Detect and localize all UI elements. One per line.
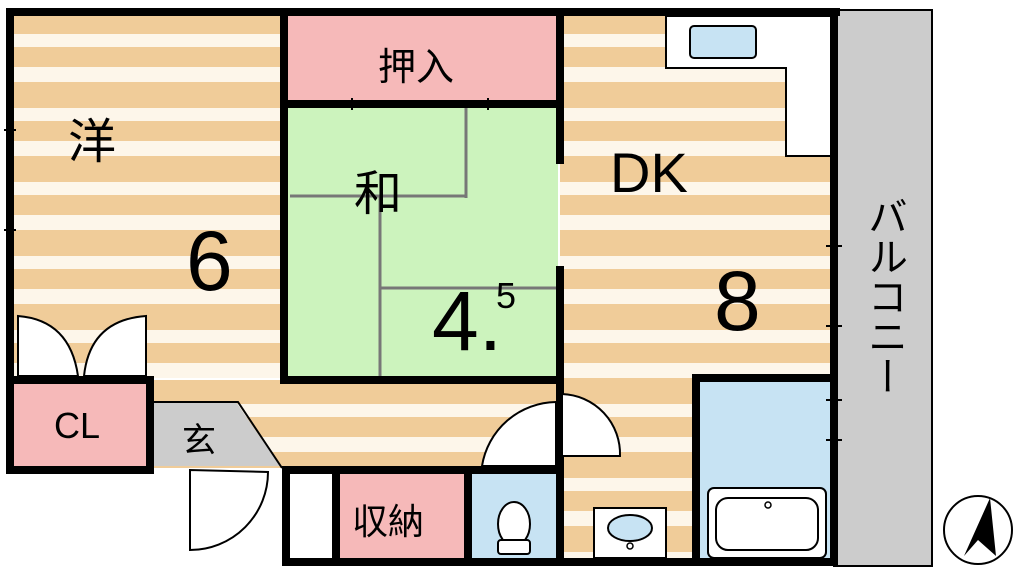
north-arrow-icon — [943, 495, 1013, 565]
western-room — [14, 16, 286, 378]
balcony-label: バルコニー — [861, 196, 907, 396]
entrance-step — [152, 401, 283, 469]
balcony — [833, 9, 933, 567]
kitchen-sink-icon — [689, 25, 757, 59]
japanese-size-label: 4. — [432, 274, 502, 368]
japanese-room — [288, 106, 558, 378]
western-kanji-label: 洋 — [68, 114, 116, 170]
window-marks — [4, 98, 842, 441]
japanese-size-sup-label: 5 — [496, 275, 516, 316]
closet-area — [14, 380, 150, 468]
oshiire-area — [288, 16, 558, 104]
storage-label: 収納 — [352, 502, 424, 543]
closet-door-icon — [17, 314, 147, 377]
entrance-label: 玄 — [182, 421, 216, 461]
walls — [6, 8, 840, 566]
washbasin-icon — [593, 507, 667, 559]
japanese-kanji-label: 和 — [354, 166, 402, 222]
oshiire-label: 押入 — [378, 45, 454, 89]
storage-area — [338, 470, 466, 560]
dk-size-label: 8 — [714, 254, 761, 348]
toilet-icon — [497, 501, 531, 555]
bathtub-icon — [707, 487, 827, 559]
closet-label: CL — [54, 405, 100, 446]
dk-label: DK — [610, 141, 688, 204]
western-size-label: 6 — [186, 214, 233, 308]
entrance-area — [150, 402, 280, 466]
door-swing-icon — [189, 392, 622, 552]
